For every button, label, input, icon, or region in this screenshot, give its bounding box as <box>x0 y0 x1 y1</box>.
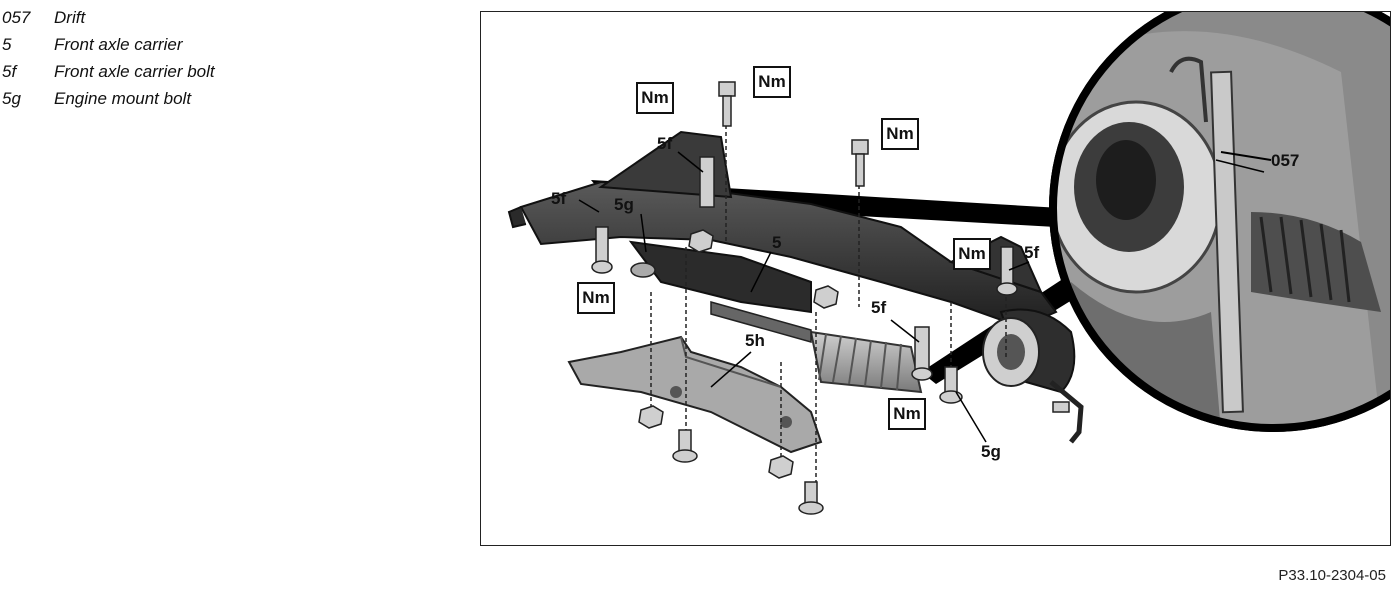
legend-text: Front axle carrier bolt <box>54 62 215 81</box>
legend-code: 057 <box>2 8 31 27</box>
callout-leaders <box>578 151 1265 443</box>
steering-rack <box>710 301 923 394</box>
label-5f: 5f <box>1024 243 1040 262</box>
axle-carrier-illustration: Nm Nm Nm Nm Nm Nm 5f 5f 5g 5 5h 5f 5f 5g… <box>480 11 1391 546</box>
legend-code: 5f <box>2 62 17 81</box>
legend-text: Drift <box>54 8 86 27</box>
fasteners <box>591 81 1070 515</box>
legend-row: 5g Engine mount bolt <box>2 85 215 112</box>
legend-code: 5 <box>2 35 12 54</box>
parts-legend: 057 Drift 5 Front axle carrier 5f Front … <box>2 4 215 112</box>
exploded-view-drawing <box>507 12 1390 515</box>
label-5f: 5f <box>551 189 567 208</box>
label-5f: 5f <box>657 134 673 153</box>
label-5: 5 <box>772 233 782 252</box>
torque-marker: Nm <box>577 282 615 314</box>
torque-marker: Nm <box>953 238 991 270</box>
label-5g: 5g <box>981 442 1001 461</box>
magnified-inset <box>1049 12 1390 432</box>
legend-text: Front axle carrier <box>54 35 183 54</box>
legend-code: 5g <box>2 89 21 108</box>
figure-reference: P33.10-2304-05 <box>1278 567 1386 584</box>
torque-marker: Nm <box>636 82 674 114</box>
torque-marker: Nm <box>881 118 919 150</box>
torque-marker: Nm <box>888 398 926 430</box>
legend-row: 057 Drift <box>2 4 215 31</box>
front-axle-carrier <box>507 130 1084 444</box>
legend-text: Engine mount bolt <box>54 89 192 108</box>
legend-row: 5 Front axle carrier <box>2 31 215 58</box>
label-5f: 5f <box>871 298 887 317</box>
label-5g: 5g <box>614 195 634 214</box>
reinforcement-plate <box>567 335 823 454</box>
label-5h: 5h <box>745 331 765 350</box>
legend-row: 5f Front axle carrier bolt <box>2 58 215 85</box>
label-057: 057 <box>1271 151 1300 170</box>
torque-marker: Nm <box>753 66 791 98</box>
